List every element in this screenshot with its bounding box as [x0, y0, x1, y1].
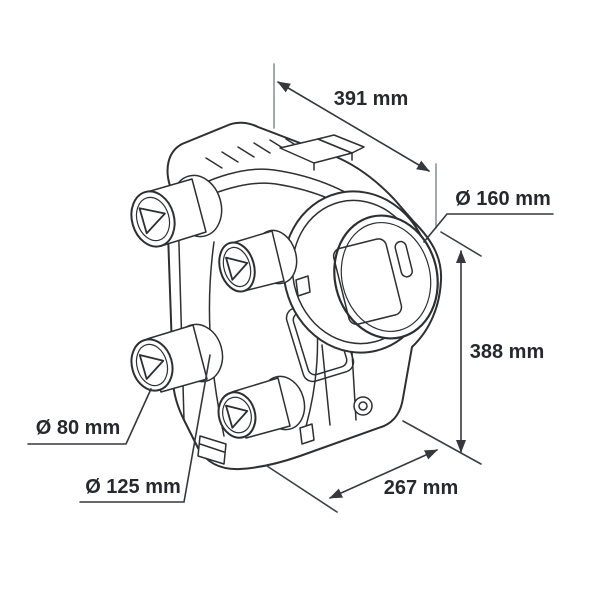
- airflow-triangle-icon: [138, 207, 166, 235]
- airflow-triangle-icon: [225, 256, 249, 281]
- port-small-mid: [218, 229, 311, 297]
- dimension-label-large-port: Ø 160 mm: [455, 188, 551, 210]
- dimension-label-medium-port: Ø 125 mm: [85, 476, 181, 498]
- leader-port-medium: [79, 354, 211, 503]
- leader-port-small: [27, 388, 152, 445]
- dimension-width: [273, 63, 437, 229]
- airflow-triangle-icon: [138, 354, 165, 380]
- dimension-depth: [266, 449, 438, 513]
- dimension-label-small-port: Ø 80 mm: [35, 417, 121, 439]
- port-large: [282, 190, 439, 354]
- port-medium-bottom: [217, 375, 315, 445]
- port-small-bottom-left: [130, 323, 224, 393]
- dimension-label-height: 388 mm: [469, 341, 545, 363]
- dimension-label-width: 391 mm: [333, 88, 409, 110]
- dimension-label-depth: 267 mm: [383, 477, 459, 499]
- foot-bracket: [197, 435, 227, 465]
- eyelet: [353, 396, 373, 416]
- port-small-top: [130, 174, 223, 248]
- leader-port-large: [423, 213, 554, 243]
- dimension-height: [402, 231, 482, 465]
- airflow-triangle-icon: [225, 404, 249, 429]
